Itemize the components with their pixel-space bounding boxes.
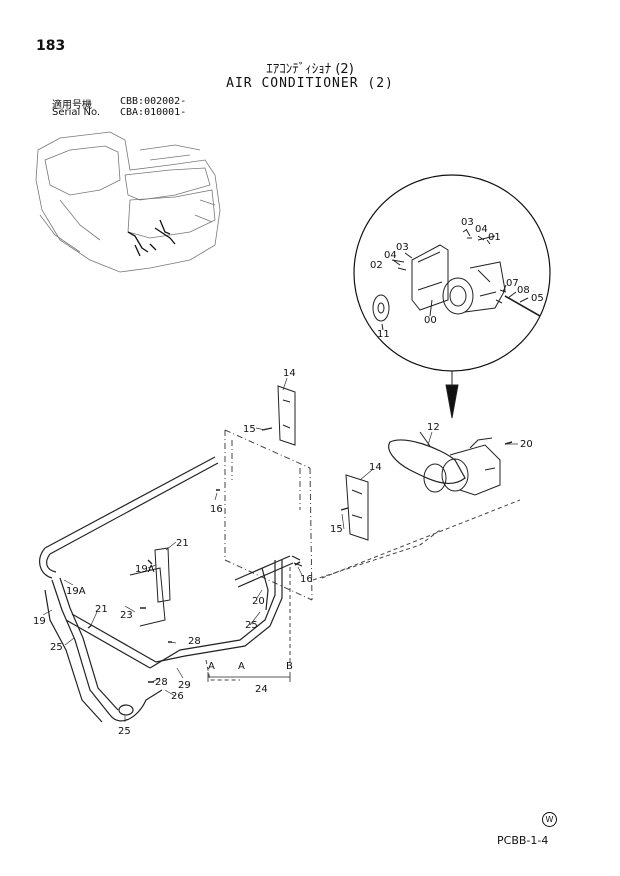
hose-long bbox=[39, 456, 219, 579]
callout-16a: 16 bbox=[210, 504, 223, 515]
callout-21-lower: 21 bbox=[95, 604, 108, 615]
callout-19: 19 bbox=[33, 616, 46, 627]
receiver-drier bbox=[129, 547, 171, 627]
callout-05: 05 bbox=[531, 293, 544, 304]
callout-20-hose: 20 bbox=[252, 596, 265, 607]
document-code: PCBB-1-4 bbox=[497, 834, 549, 847]
excavator-overview-sketch bbox=[35, 131, 221, 273]
callout-04b: 04 bbox=[475, 224, 488, 235]
serial-en-label: Serial No. bbox=[52, 107, 101, 118]
fasteners bbox=[87, 427, 349, 683]
dimension-24 bbox=[207, 672, 291, 682]
callout-29: 29 bbox=[178, 680, 191, 691]
compressor-detail-circle bbox=[353, 174, 551, 419]
callout-20-compressor: 20 bbox=[520, 439, 533, 450]
callout-14b: 14 bbox=[369, 462, 382, 473]
highlighted-parts bbox=[127, 219, 176, 257]
callout-25-center: 25 bbox=[245, 620, 258, 631]
bracket-14-upper bbox=[277, 385, 296, 446]
callout-07: 07 bbox=[506, 278, 519, 289]
callout-24: 24 bbox=[255, 684, 268, 695]
callout-25-bottom: 25 bbox=[118, 726, 131, 737]
circled-w-mark: W bbox=[542, 812, 557, 827]
hose-20-25 bbox=[234, 555, 303, 611]
page-number: 183 bbox=[36, 38, 66, 54]
callout-04a: 04 bbox=[384, 250, 397, 261]
title-english: AIR CONDITIONER (2) bbox=[226, 76, 394, 91]
callout-23: 23 bbox=[120, 610, 133, 621]
title-japanese: ｴｱｺﾝﾃﾞｨｼｮﾅ (2) bbox=[266, 62, 354, 77]
callout-03a: 03 bbox=[396, 242, 409, 253]
connection-lines bbox=[205, 499, 521, 681]
callout-12: 12 bbox=[427, 422, 440, 433]
serial-en-value: CBA:010001- bbox=[120, 107, 187, 118]
callout-16b: 16 bbox=[300, 574, 313, 585]
callout-08: 08 bbox=[517, 285, 530, 296]
callout-15b: 15 bbox=[330, 524, 343, 535]
callout-14a: 14 bbox=[283, 368, 296, 379]
callout-11: 11 bbox=[377, 329, 390, 340]
callout-25-left: 25 bbox=[50, 642, 63, 653]
serial-jp-label: 適用号機 bbox=[52, 100, 92, 111]
connection-B-1: B bbox=[286, 661, 293, 672]
callout-labels: 00 01 02 03 03 04 04 05 07 08 11 12 14 1… bbox=[33, 217, 544, 737]
serial-jp-value: CBB:002002- bbox=[120, 96, 187, 107]
connection-A-2: A bbox=[238, 661, 245, 672]
callout-19a-right: 19A bbox=[135, 564, 155, 575]
callout-15a: 15 bbox=[243, 424, 256, 435]
callout-03b: 03 bbox=[461, 217, 474, 228]
bracket-14-lower bbox=[345, 474, 369, 541]
compressor-assembly bbox=[388, 431, 513, 496]
callout-28-lower: 28 bbox=[155, 677, 168, 688]
callout-21-upper: 21 bbox=[176, 538, 189, 549]
callout-01: 01 bbox=[488, 232, 501, 243]
callout-02: 02 bbox=[370, 260, 383, 271]
condenser-frame bbox=[224, 429, 313, 601]
connection-A-1: A bbox=[208, 661, 215, 672]
callout-26: 26 bbox=[171, 691, 184, 702]
callout-19a-left: 19A bbox=[66, 586, 86, 597]
leader-lines bbox=[42, 377, 518, 722]
callout-00: 00 bbox=[424, 315, 437, 326]
hose-bundle-19 bbox=[44, 560, 283, 723]
callout-28-upper: 28 bbox=[188, 636, 201, 647]
